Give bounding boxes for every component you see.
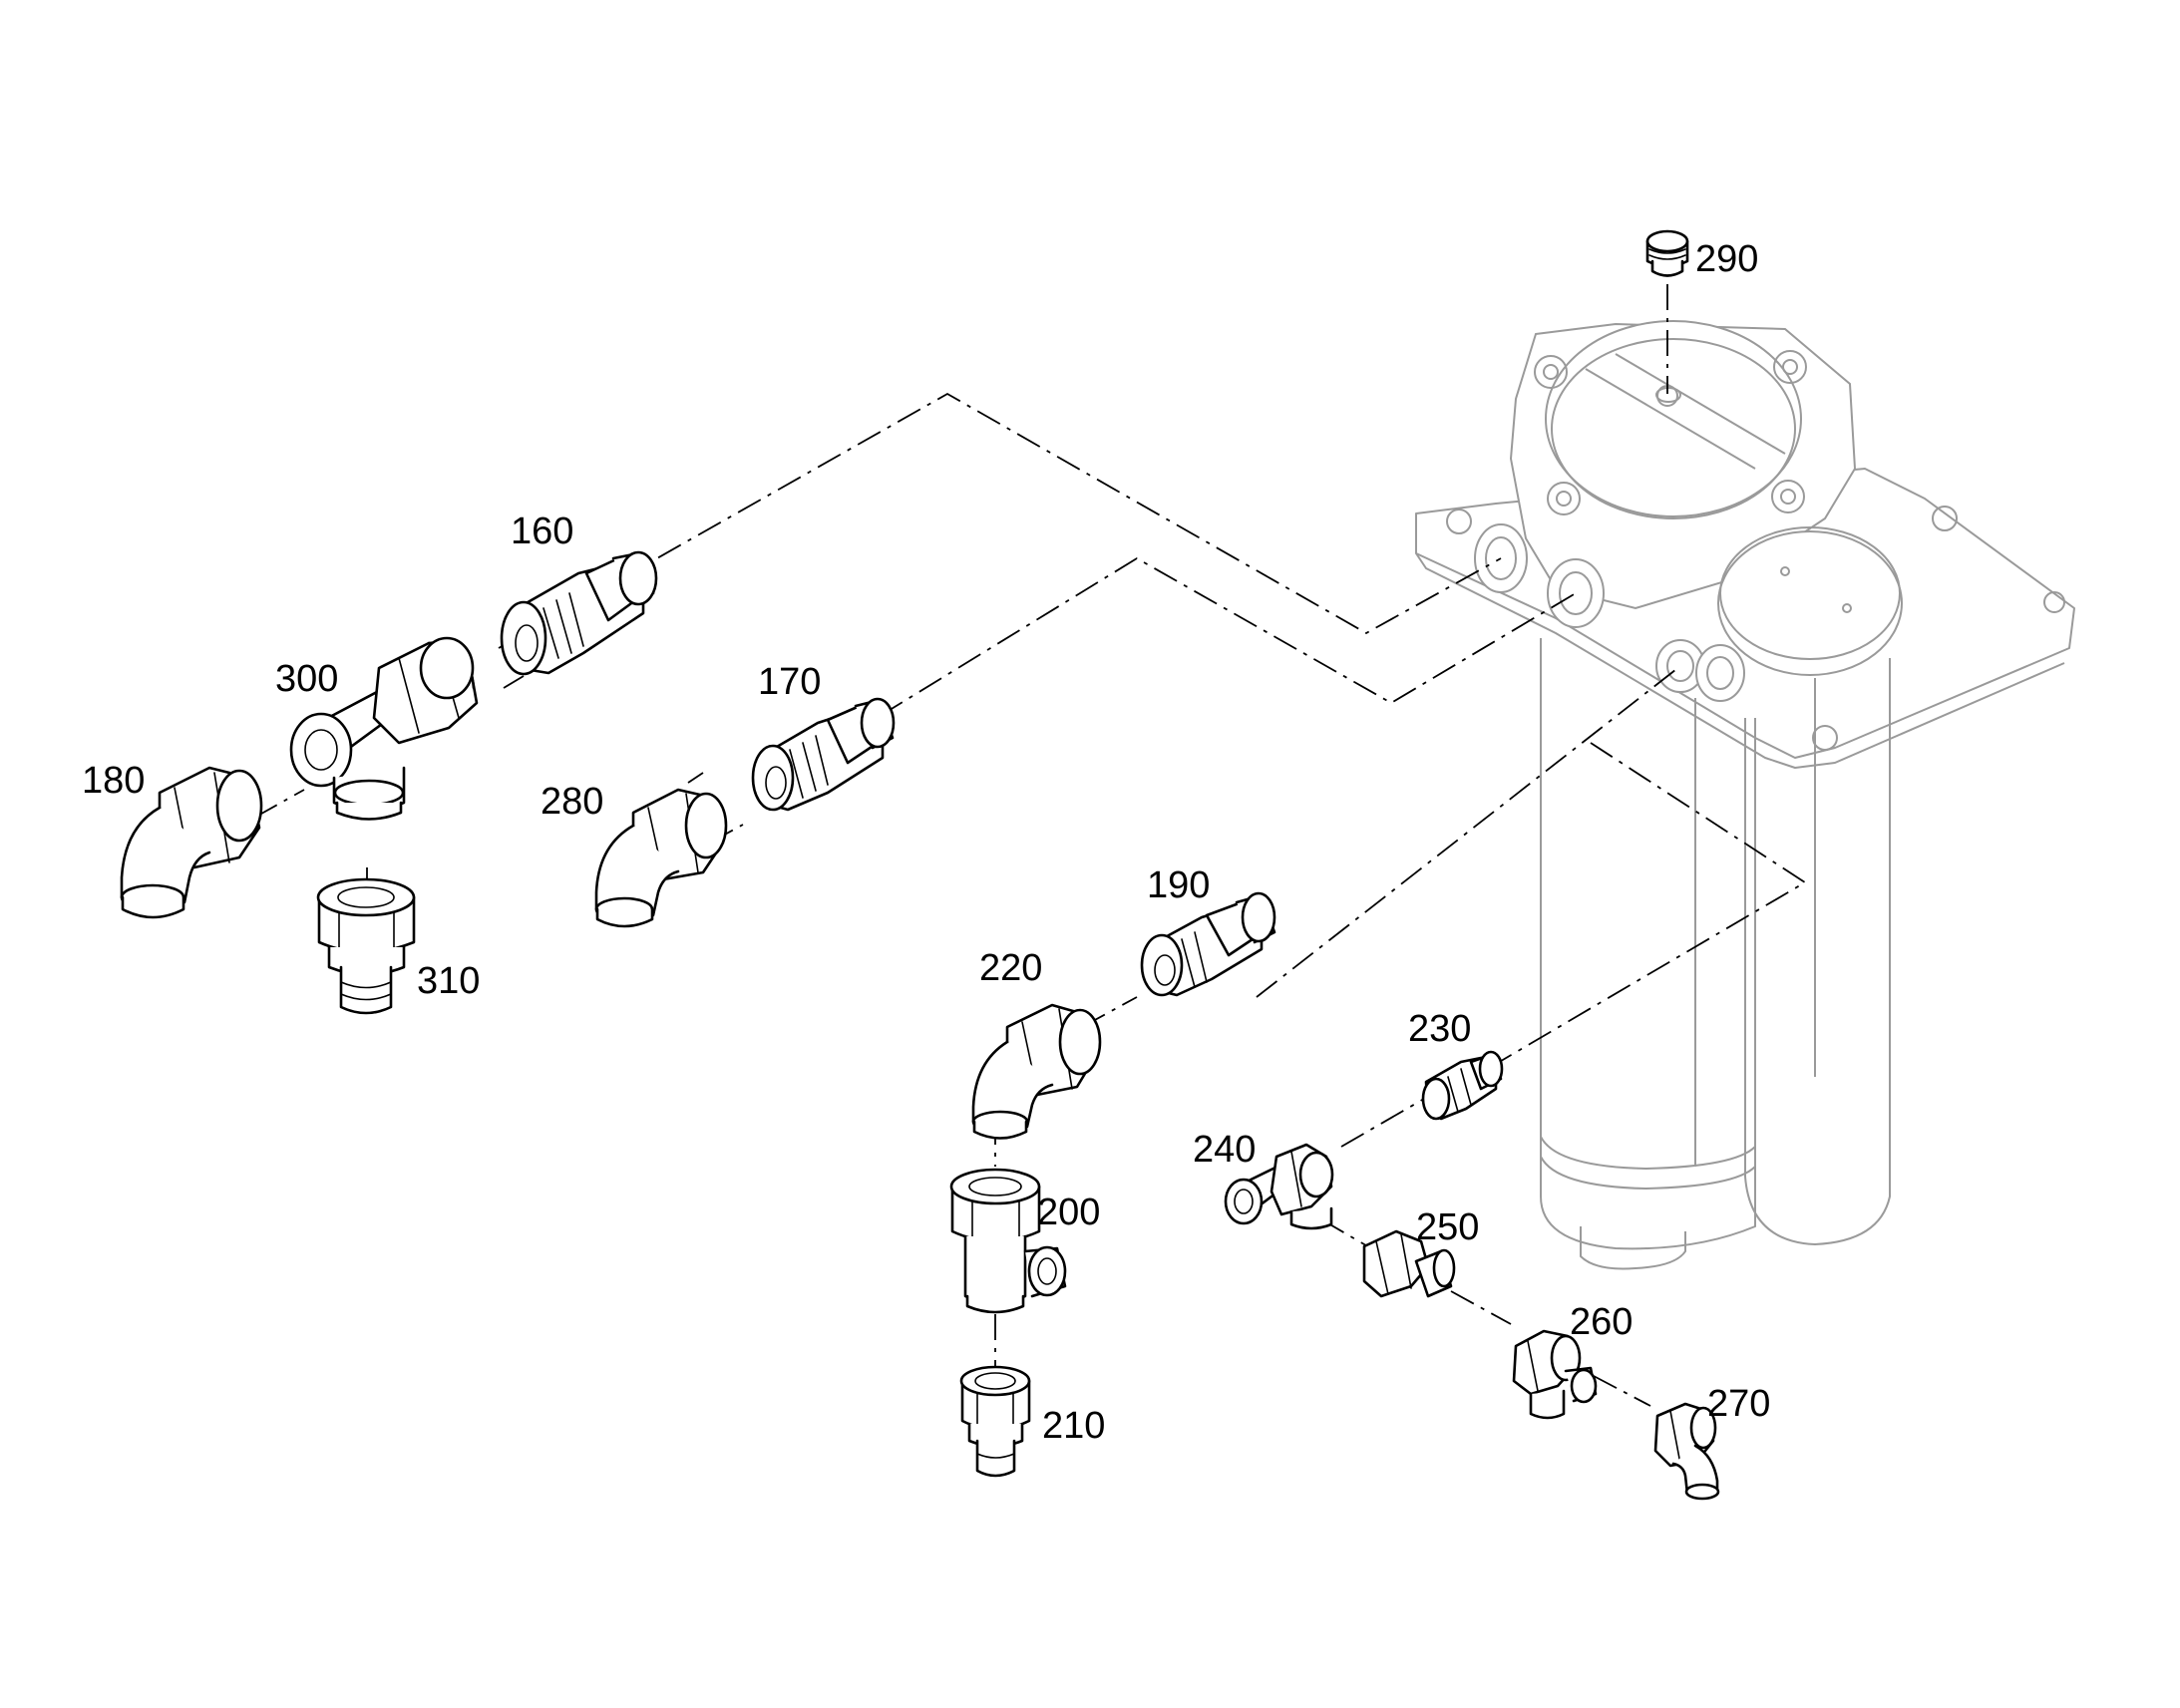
part-220-elbow bbox=[971, 1003, 1102, 1140]
callout-200: 200 bbox=[1037, 1192, 1100, 1233]
callout-labels: 160 170 180 190 200 210 220 230 240 250 … bbox=[82, 238, 1770, 1447]
part-210-reducer bbox=[959, 1365, 1031, 1478]
callout-190: 190 bbox=[1147, 864, 1210, 906]
filter-housing-assembly bbox=[1415, 320, 2075, 1270]
part-300-tee bbox=[289, 636, 479, 821]
callout-250: 250 bbox=[1416, 1206, 1479, 1248]
part-280-elbow bbox=[594, 788, 728, 928]
callout-210: 210 bbox=[1042, 1405, 1105, 1447]
part-290-plug bbox=[1645, 229, 1689, 277]
callout-180: 180 bbox=[82, 760, 145, 802]
part-260-tee bbox=[1512, 1329, 1598, 1420]
callout-260: 260 bbox=[1570, 1301, 1633, 1343]
part-310-reducer bbox=[316, 877, 416, 1015]
part-190-adapter bbox=[1140, 891, 1276, 997]
part-240-tee bbox=[1224, 1143, 1334, 1230]
part-200-tee bbox=[949, 1168, 1067, 1314]
part-270-elbow bbox=[1653, 1402, 1720, 1501]
callout-270: 270 bbox=[1707, 1383, 1770, 1425]
part-180-elbow bbox=[120, 766, 263, 919]
callout-230: 230 bbox=[1408, 1008, 1471, 1050]
callout-240: 240 bbox=[1193, 1129, 1256, 1171]
callout-170: 170 bbox=[758, 661, 821, 703]
callout-310: 310 bbox=[417, 960, 480, 1002]
callout-280: 280 bbox=[541, 781, 603, 823]
connection-lines bbox=[253, 284, 1807, 1407]
callout-290: 290 bbox=[1695, 238, 1758, 280]
part-160-adapter bbox=[500, 550, 658, 676]
part-170-adapter bbox=[751, 697, 896, 812]
callout-220: 220 bbox=[979, 947, 1042, 989]
part-230-adapter bbox=[1421, 1050, 1504, 1121]
part-250-adapter bbox=[1362, 1229, 1456, 1298]
callout-300: 300 bbox=[275, 658, 338, 700]
callout-160: 160 bbox=[511, 511, 573, 552]
